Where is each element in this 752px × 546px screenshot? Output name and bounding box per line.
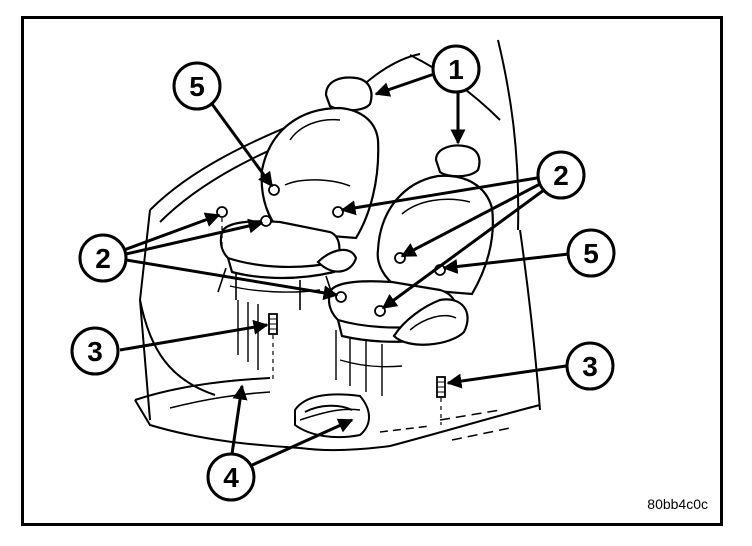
- svg-text:1: 1: [448, 54, 464, 85]
- callout-c5b: 5: [566, 228, 616, 278]
- callout-c4: 4: [206, 452, 256, 502]
- svg-text:5: 5: [583, 238, 599, 269]
- callout-c1: 1: [431, 44, 481, 94]
- callout-c5a: 5: [172, 61, 222, 111]
- svg-text:4: 4: [223, 462, 239, 493]
- svg-text:2: 2: [95, 243, 111, 274]
- mounting-hardware: [216, 184, 446, 425]
- figure-code: 80bb4c0c: [647, 496, 708, 512]
- svg-text:3: 3: [87, 336, 103, 367]
- callout-c3a: 3: [70, 326, 120, 376]
- left-seat: [217, 76, 380, 370]
- figure-border: [21, 16, 723, 526]
- callout-c2a: 2: [536, 150, 586, 200]
- svg-text:2: 2: [553, 160, 569, 191]
- svg-text:5: 5: [189, 71, 205, 102]
- svg-text:3: 3: [582, 351, 598, 382]
- callout-c2b: 2: [78, 233, 128, 283]
- leader-lines: [119, 70, 570, 468]
- callout-c3b: 3: [565, 341, 615, 391]
